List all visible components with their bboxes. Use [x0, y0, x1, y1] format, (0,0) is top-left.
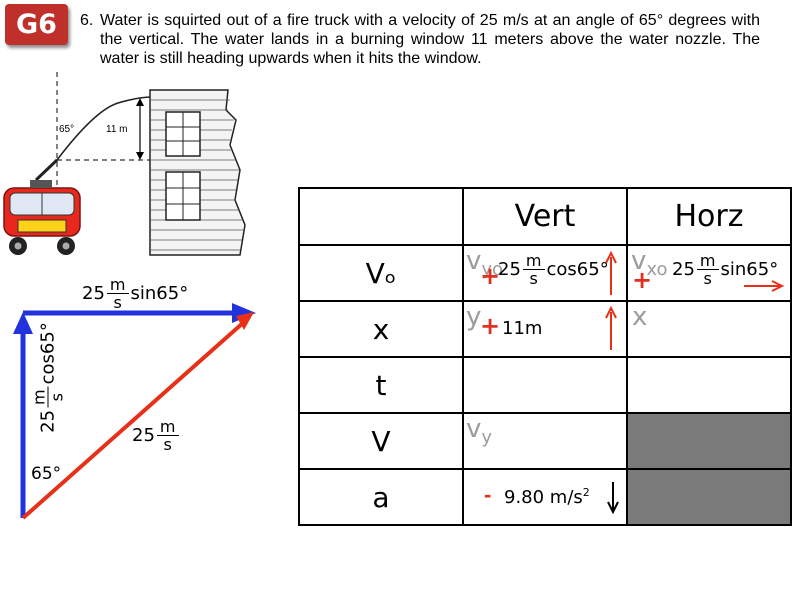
header-vert: Vert — [462, 187, 628, 246]
ghost-x: x — [632, 302, 648, 332]
row-label-t: t — [298, 356, 464, 414]
cell-v-vert: vy — [462, 412, 628, 470]
cell-x-vert: y + 11m — [462, 300, 628, 358]
table-row-a: a - 9.80 m/s2 — [298, 468, 792, 526]
triangle-angle-label: 65° — [31, 464, 62, 484]
sign-plus: + — [632, 266, 653, 294]
header-cell-empty — [298, 187, 464, 246]
up-arrow-icon — [605, 250, 617, 295]
row-label-v: V — [298, 412, 464, 470]
angle-label: 65° — [59, 124, 75, 135]
row-label-x: x — [298, 300, 464, 358]
vector-triangle — [13, 303, 256, 520]
table-row-x: x y + 11m x — [298, 300, 792, 358]
up-arrow-icon — [605, 305, 617, 350]
vert-acceleration: 9.80 m/s2 — [504, 486, 590, 508]
ghost-y: y — [466, 302, 482, 332]
cell-v-horz-shaded — [626, 412, 792, 470]
header-horz: Horz — [626, 187, 792, 246]
sign-plus: + — [480, 262, 501, 290]
fire-truck-illustration — [3, 72, 246, 256]
cell-a-vert: - 9.80 m/s2 — [462, 468, 628, 526]
cell-x-horz: x — [626, 300, 792, 358]
ghost-vxo: vxo — [631, 246, 668, 280]
cell-t-vert — [462, 356, 628, 414]
vert-displacement: 11m — [502, 318, 543, 339]
height-label: 11 m — [106, 124, 128, 135]
row-label-a: a — [298, 468, 464, 526]
ghost-vy: vy — [466, 414, 493, 448]
down-arrow-icon — [607, 482, 619, 515]
row-label-v0: Vₒ — [298, 244, 464, 302]
problem-number: 6. — [80, 12, 94, 29]
ghost-vyo: vyo — [466, 246, 504, 280]
slide-badge: G6 — [5, 4, 68, 45]
problem-statement: 6. Water is squirted out of a fire truck… — [80, 11, 760, 68]
table-header-row: Vert Horz — [298, 187, 792, 246]
sign-plus: + — [480, 312, 501, 340]
sign-minus: - — [484, 482, 492, 507]
building — [149, 89, 246, 256]
fire-truck-icon — [3, 180, 81, 255]
problem-text: Water is squirted out of a fire truck wi… — [100, 12, 760, 67]
table-row-v: V vy — [298, 412, 792, 470]
table-row-t: t — [298, 356, 792, 414]
cell-t-horz — [626, 356, 792, 414]
right-arrow-icon — [744, 280, 785, 292]
cell-a-horz-shaded — [626, 468, 792, 526]
